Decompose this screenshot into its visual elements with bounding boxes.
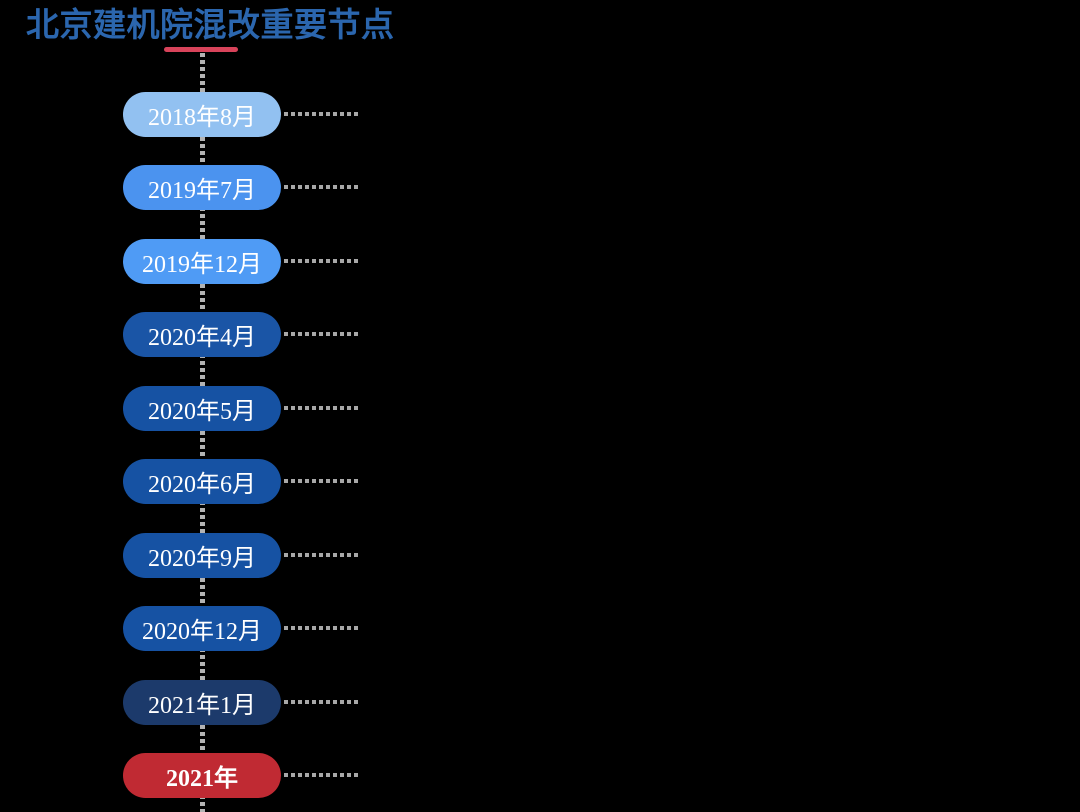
node-date-label: 2021年 [166, 766, 238, 792]
node-connector-dashed-line [284, 479, 358, 483]
timeline-node: 2019年7月 [123, 165, 358, 210]
node-connector-dashed-line [284, 332, 358, 336]
node-pill: 2020年9月 [123, 532, 281, 578]
node-pill: 2019年7月 [123, 165, 281, 210]
node-connector-dashed-line [284, 699, 358, 704]
node-pill: 2021年 [123, 753, 281, 798]
timeline-node: 2020年5月 [123, 385, 358, 431]
node-date-label: 2020年12月 [142, 619, 262, 645]
node-pill: 2020年12月 [123, 606, 281, 651]
node-pill: 2020年5月 [123, 385, 281, 431]
page-title: 北京建机院混改重要节点 [26, 6, 395, 43]
timeline-node: 2018年8月 [123, 91, 358, 137]
node-pill: 2020年4月 [123, 312, 281, 357]
node-date-label: 2020年5月 [148, 398, 256, 425]
node-pill: 2021年1月 [123, 679, 281, 725]
node-pill: 2018年8月 [123, 91, 281, 137]
node-date-label: 2019年12月 [142, 251, 262, 278]
node-connector-dashed-line [284, 111, 358, 116]
node-connector-dashed-line [284, 258, 358, 263]
node-date-label: 2020年6月 [148, 472, 256, 498]
timeline-node: 2020年9月 [123, 532, 358, 578]
node-date-label: 2020年4月 [148, 325, 256, 351]
timeline-node: 2019年12月 [123, 238, 358, 284]
timeline-node: 2021年 [123, 753, 358, 798]
node-date-label: 2021年1月 [148, 692, 256, 719]
node-connector-dashed-line [284, 773, 358, 777]
node-connector-dashed-line [284, 405, 358, 410]
timeline-node: 2020年6月 [123, 459, 358, 504]
node-connector-dashed-line [284, 185, 358, 189]
node-date-label: 2018年8月 [148, 104, 256, 131]
timeline-node: 2021年1月 [123, 679, 358, 725]
node-connector-dashed-line [284, 626, 358, 630]
node-connector-dashed-line [284, 552, 358, 557]
node-pill: 2020年6月 [123, 459, 281, 504]
timeline-node: 2020年12月 [123, 606, 358, 651]
node-date-label: 2019年7月 [148, 178, 256, 204]
timeline-node: 2020年4月 [123, 312, 358, 357]
node-date-label: 2020年9月 [148, 545, 256, 572]
node-pill: 2019年12月 [123, 238, 281, 284]
title-underline [164, 47, 238, 52]
timeline-axis-dashed-line [200, 53, 205, 812]
